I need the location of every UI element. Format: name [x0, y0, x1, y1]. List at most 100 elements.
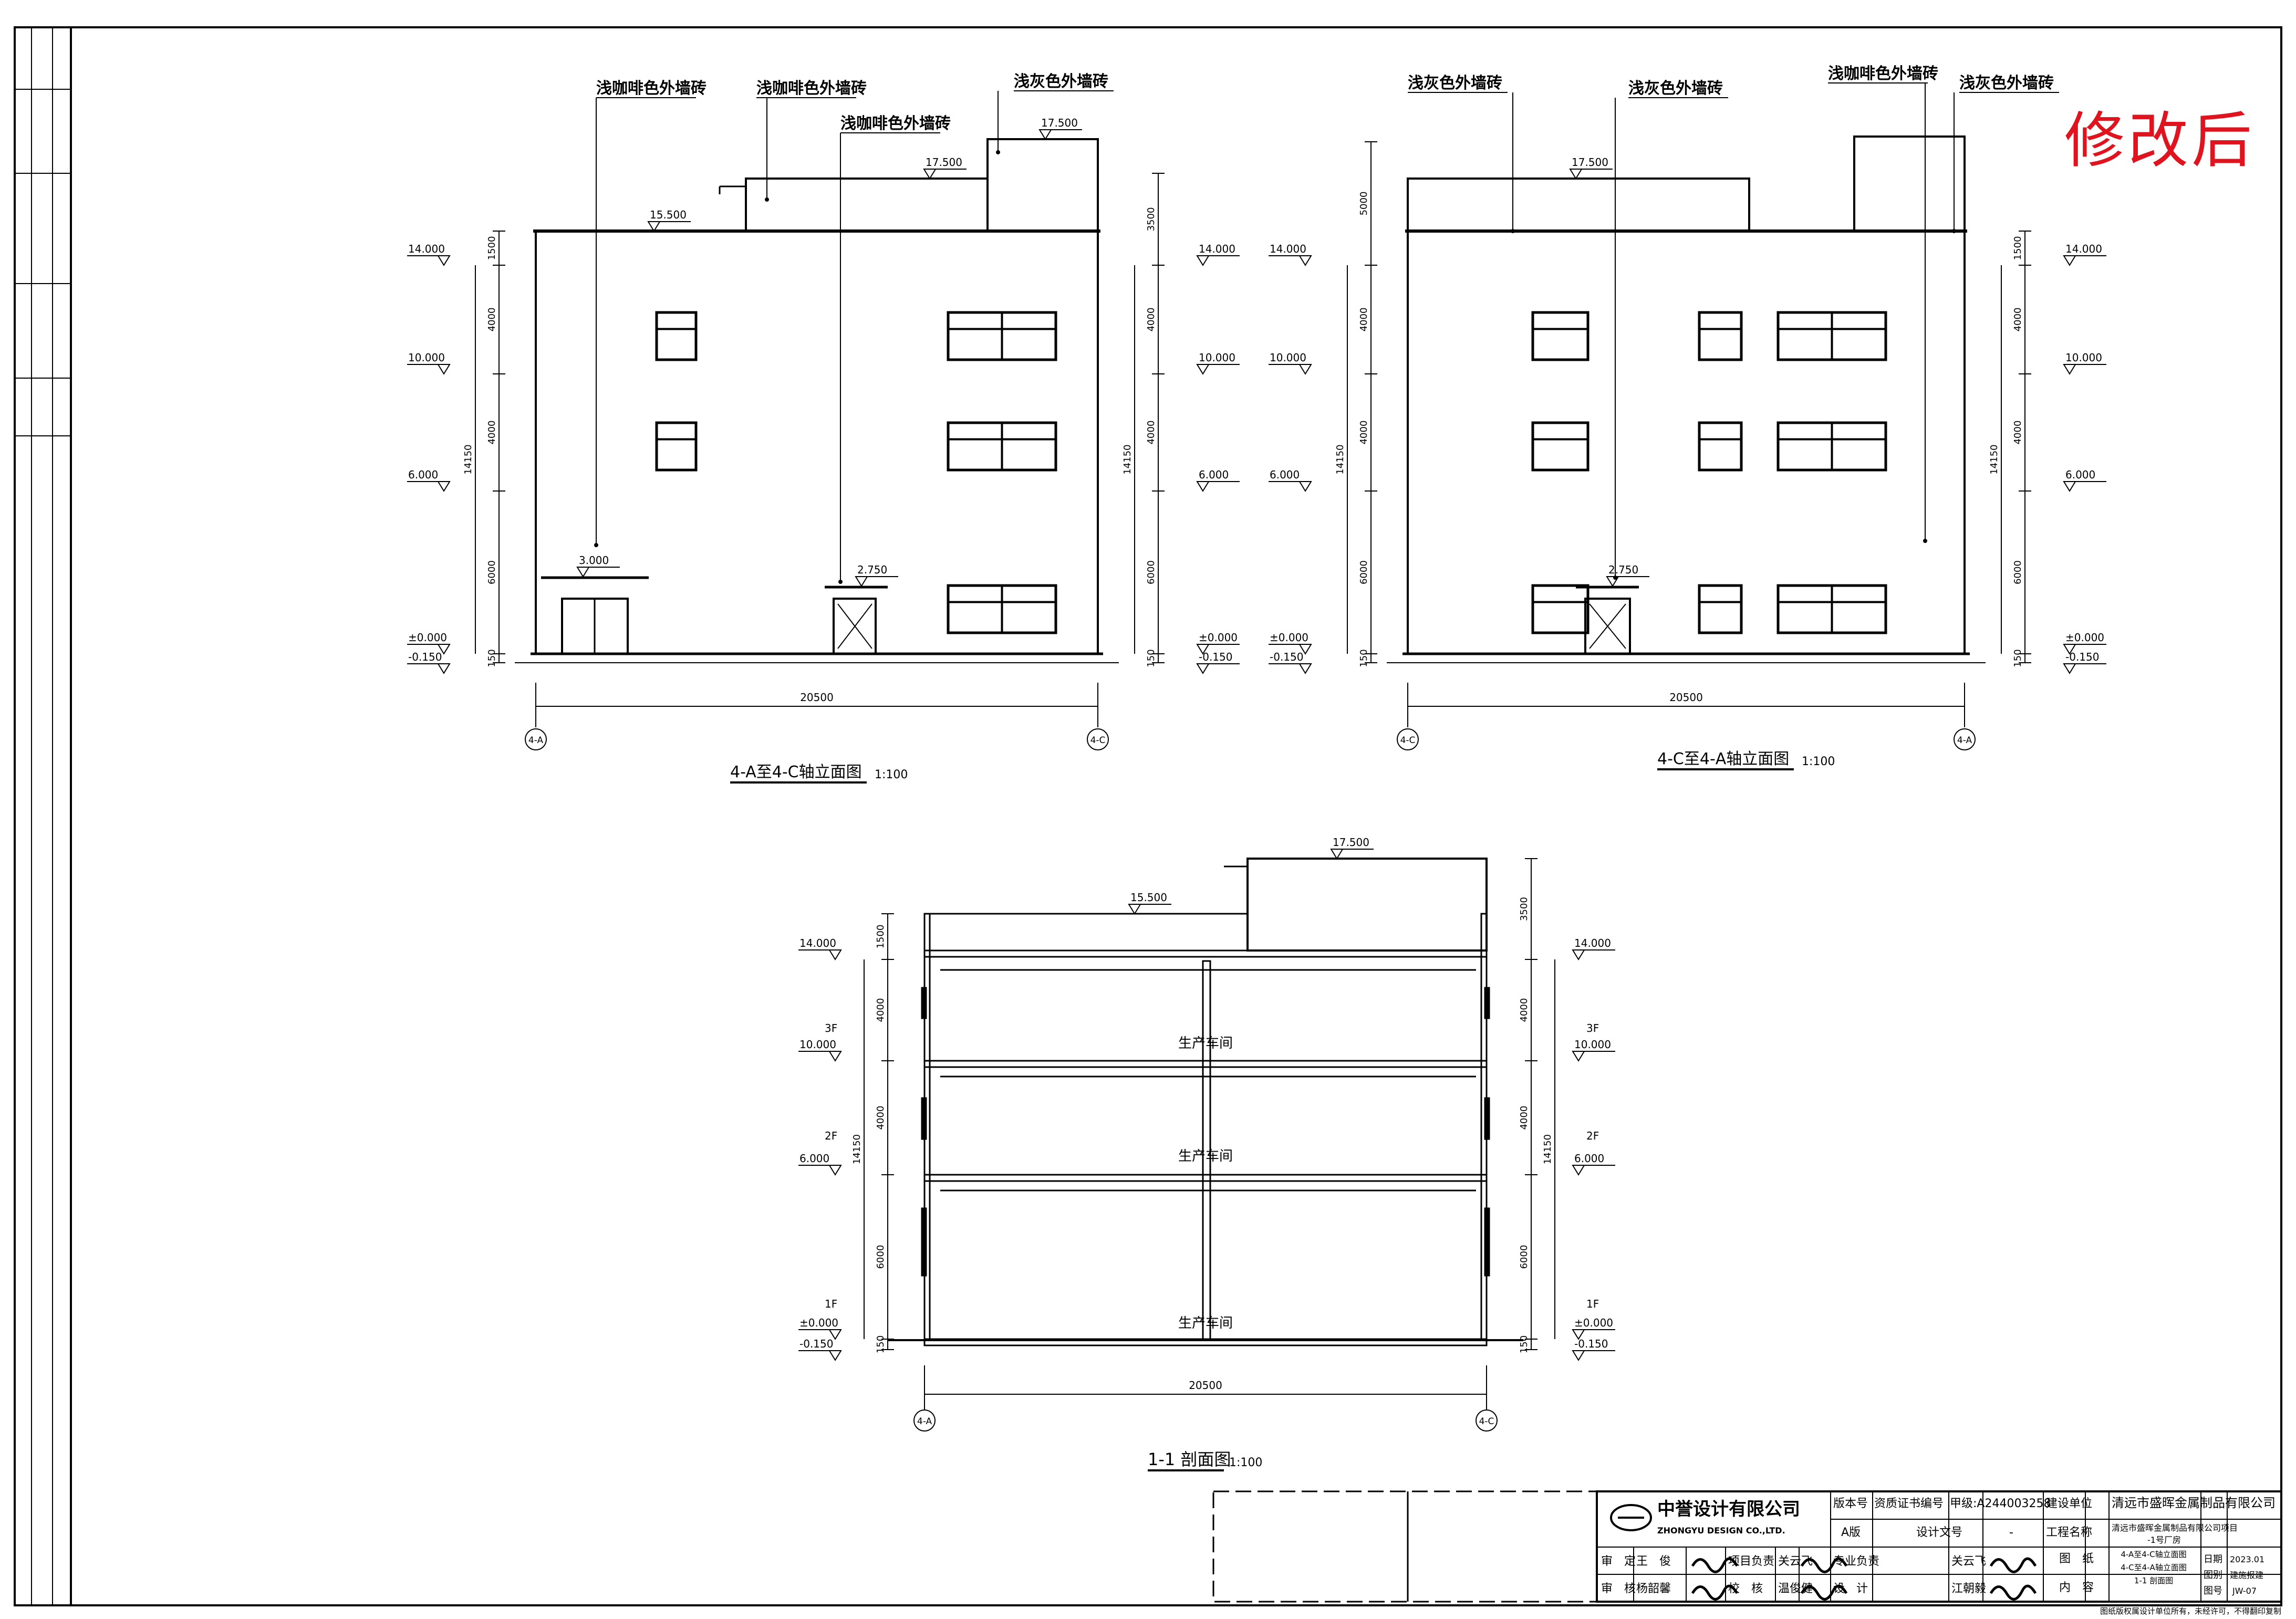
- canopy-level-label: 2.750: [857, 563, 887, 576]
- revision-cloud-box: [1212, 1490, 1598, 1603]
- dimension-label: 6000: [1358, 560, 1369, 584]
- window-small: [1531, 421, 1589, 472]
- floor-label-right: 1F: [1586, 1298, 1599, 1310]
- axis-bubble: [913, 1409, 936, 1432]
- level-label-left: 6.000: [799, 1152, 829, 1165]
- material-callout: 浅灰色外墙砖: [1408, 74, 1502, 92]
- date-label: 日期: [2204, 1554, 2222, 1565]
- axis-bubble: [1954, 728, 1976, 750]
- signature-mark: [1989, 1584, 2037, 1601]
- material-callout: 浅灰色外墙砖: [1628, 79, 1723, 98]
- elevation-4a-to-4c: 14.00010.0006.000±0.000-0.15014.00010.00…: [407, 72, 1240, 784]
- roof-level-label: 17.500: [1572, 156, 1608, 169]
- level-symbol: [437, 481, 451, 492]
- level-symbol: [1572, 1165, 1585, 1176]
- axis-bubble: [1476, 1409, 1498, 1432]
- level-symbol: [1572, 949, 1585, 960]
- role-name: 关云飞: [1778, 1555, 1813, 1568]
- callout-dot: [1952, 229, 1956, 233]
- elevation-4c-to-4a: 14.00010.0006.000±0.000-0.15014.00010.00…: [1269, 65, 2106, 770]
- level-symbol: [2063, 255, 2076, 266]
- dimension-label: 150: [1146, 649, 1157, 667]
- roof-level-label: 15.500: [1130, 891, 1167, 904]
- level-symbol: [1196, 255, 1210, 266]
- level-label-left: 10.000: [1270, 351, 1306, 364]
- width-dimension-label: 20500: [800, 691, 834, 704]
- dimension-label: 150: [486, 649, 497, 667]
- dimension-label: 4000: [1519, 998, 1530, 1022]
- axis-label: 4-A: [1957, 735, 1972, 746]
- level-label-right: 6.000: [1574, 1152, 1604, 1165]
- canopy-level-label: 2.750: [1608, 563, 1638, 576]
- dimension-label: 3500: [1146, 207, 1157, 232]
- window-small: [1531, 584, 1589, 634]
- dimension-label: 150: [1358, 649, 1369, 667]
- client-label: 建设单位: [2046, 1497, 2092, 1510]
- doc-label: 设计文号: [1916, 1526, 1962, 1539]
- level-label-right: 10.000: [1199, 351, 1235, 364]
- dimension-label: 4000: [486, 308, 497, 332]
- company-logo-icon: [1610, 1504, 1652, 1531]
- dimension-label: 1500: [486, 236, 497, 260]
- number-label: 图号: [2204, 1585, 2222, 1596]
- door-swing: [837, 603, 872, 649]
- section-window-left: [921, 987, 927, 1019]
- level-symbol: [828, 1350, 842, 1361]
- material-callout: 浅灰色外墙砖: [1014, 72, 1108, 91]
- dimension-label: 4000: [1358, 421, 1369, 445]
- role-label: 设 计: [1833, 1582, 1868, 1595]
- section-1-1: 生产车间生产车间生产车间14.00010.0006.000±0.000-0.15…: [798, 836, 1615, 1471]
- building-outline: [1407, 230, 1966, 655]
- drawing-title: 1-1 剖面图: [1148, 1449, 1231, 1469]
- level-label-left: ±0.000: [1270, 631, 1308, 644]
- project-label: 工程名称: [2046, 1526, 2092, 1539]
- dimension-label: 5000: [1358, 192, 1369, 216]
- level-symbol: [828, 949, 842, 960]
- floor-label-left: 2F: [825, 1130, 837, 1142]
- role-label: 审 定: [1601, 1555, 1636, 1568]
- level-symbol: [1038, 129, 1052, 140]
- roof-stair-volume: [745, 177, 989, 232]
- level-symbol: [2063, 364, 2076, 375]
- roof-level-label: 15.500: [650, 208, 687, 221]
- doc-value: -: [2009, 1526, 2013, 1539]
- level-symbol: [1298, 364, 1312, 375]
- dimension-total-label: 14150: [463, 444, 474, 474]
- floor-slab: [923, 949, 1488, 958]
- level-label-right: 6.000: [2065, 468, 2095, 481]
- dimension-label: 4000: [486, 421, 497, 445]
- level-label-right: ±0.000: [1199, 631, 1238, 644]
- dimension-total-label: 14150: [851, 1134, 863, 1164]
- door-single: [833, 598, 877, 655]
- axis-bubble: [1397, 728, 1419, 750]
- stage-value: 建施报建: [2230, 1570, 2263, 1580]
- section-window-left: [921, 1207, 927, 1277]
- content-label: 内 容: [2059, 1581, 2094, 1594]
- dimension-label: 1500: [875, 925, 886, 949]
- level-label-left: 6.000: [408, 468, 438, 481]
- callout-dot: [1613, 576, 1617, 580]
- drawing-content: 4-C至4-A轴立面图: [2121, 1563, 2187, 1572]
- floor-label-right: 3F: [1586, 1022, 1599, 1035]
- window-small: [655, 421, 698, 472]
- level-label-left: ±0.000: [408, 631, 447, 644]
- window-small: [1698, 584, 1743, 634]
- dimension-label: 4000: [2012, 308, 2023, 332]
- level-symbol: [1196, 481, 1210, 492]
- level-symbol: [576, 567, 590, 578]
- signature-mark: [1989, 1557, 2037, 1573]
- drawing-title: 4-A至4-C轴立面图: [730, 763, 862, 781]
- level-label-right: ±0.000: [1574, 1317, 1613, 1329]
- level-label-right: 14.000: [2065, 243, 2102, 255]
- role-label: 专业负责: [1833, 1555, 1879, 1568]
- level-symbol: [1572, 1350, 1585, 1361]
- axis-label: 4-C: [1090, 735, 1106, 746]
- client-value: 清远市盛晖金属制品有限公司: [2112, 1496, 2276, 1510]
- level-label-left: 14.000: [1270, 243, 1306, 255]
- level-symbol: [437, 364, 451, 375]
- level-symbol: [828, 1165, 842, 1176]
- material-callout: 浅咖啡色外墙砖: [756, 79, 867, 98]
- floor-slab: [923, 1174, 1488, 1182]
- dimension-label: 4000: [875, 998, 886, 1022]
- roof-upper-volume: [1407, 177, 1750, 232]
